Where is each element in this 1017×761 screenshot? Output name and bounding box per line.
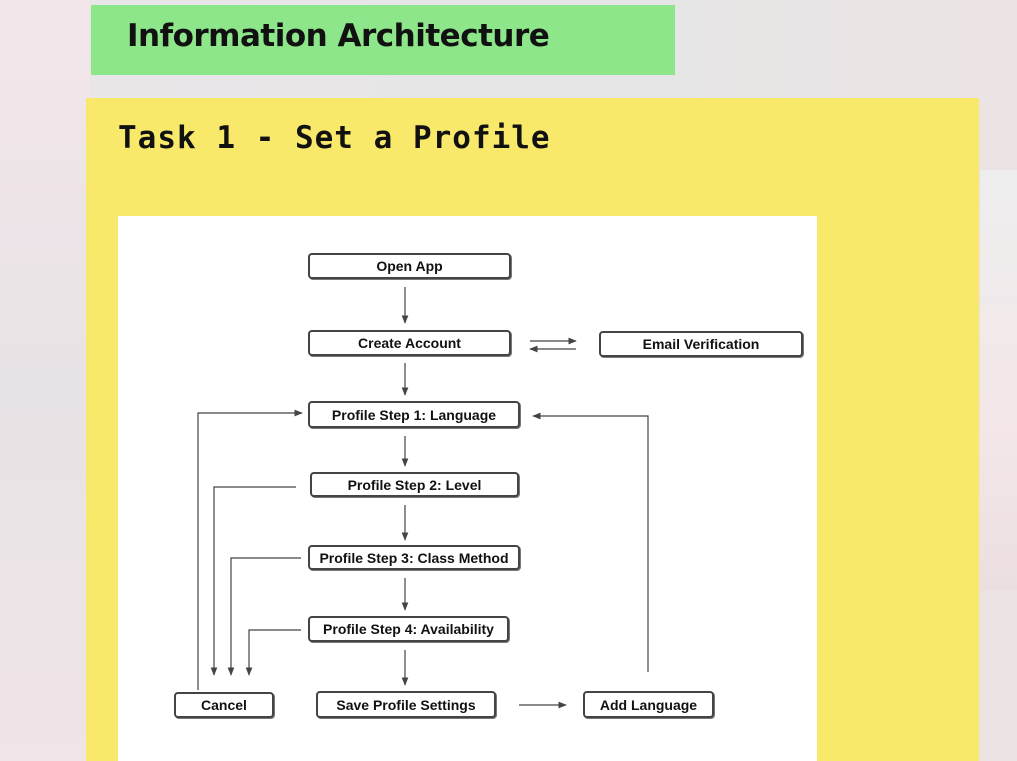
edge-step3-cancel xyxy=(227,557,301,676)
node-email-verification: Email Verification xyxy=(599,331,803,357)
page-title: Information Architecture xyxy=(127,18,550,54)
background-decoration xyxy=(980,170,1017,590)
node-add-language: Add Language xyxy=(583,691,714,718)
node-save-profile-settings: Save Profile Settings xyxy=(316,691,496,718)
edge-step2-cancel xyxy=(210,486,296,676)
edge-addlang-step1 xyxy=(532,412,649,672)
header-band xyxy=(91,5,675,75)
node-profile-step-4: Profile Step 4: Availability xyxy=(308,616,509,642)
node-profile-step-3: Profile Step 3: Class Method xyxy=(308,545,520,570)
node-open-app: Open App xyxy=(308,253,511,279)
node-profile-step-1: Profile Step 1: Language xyxy=(308,401,520,428)
task-title: Task 1 - Set a Profile xyxy=(118,120,551,156)
edge-cancel-step1 xyxy=(197,409,303,690)
node-cancel: Cancel xyxy=(174,692,274,718)
edge-step4-cancel xyxy=(245,629,301,676)
background-decoration xyxy=(0,0,90,761)
node-create-account: Create Account xyxy=(308,330,511,356)
node-profile-step-2: Profile Step 2: Level xyxy=(310,472,519,497)
